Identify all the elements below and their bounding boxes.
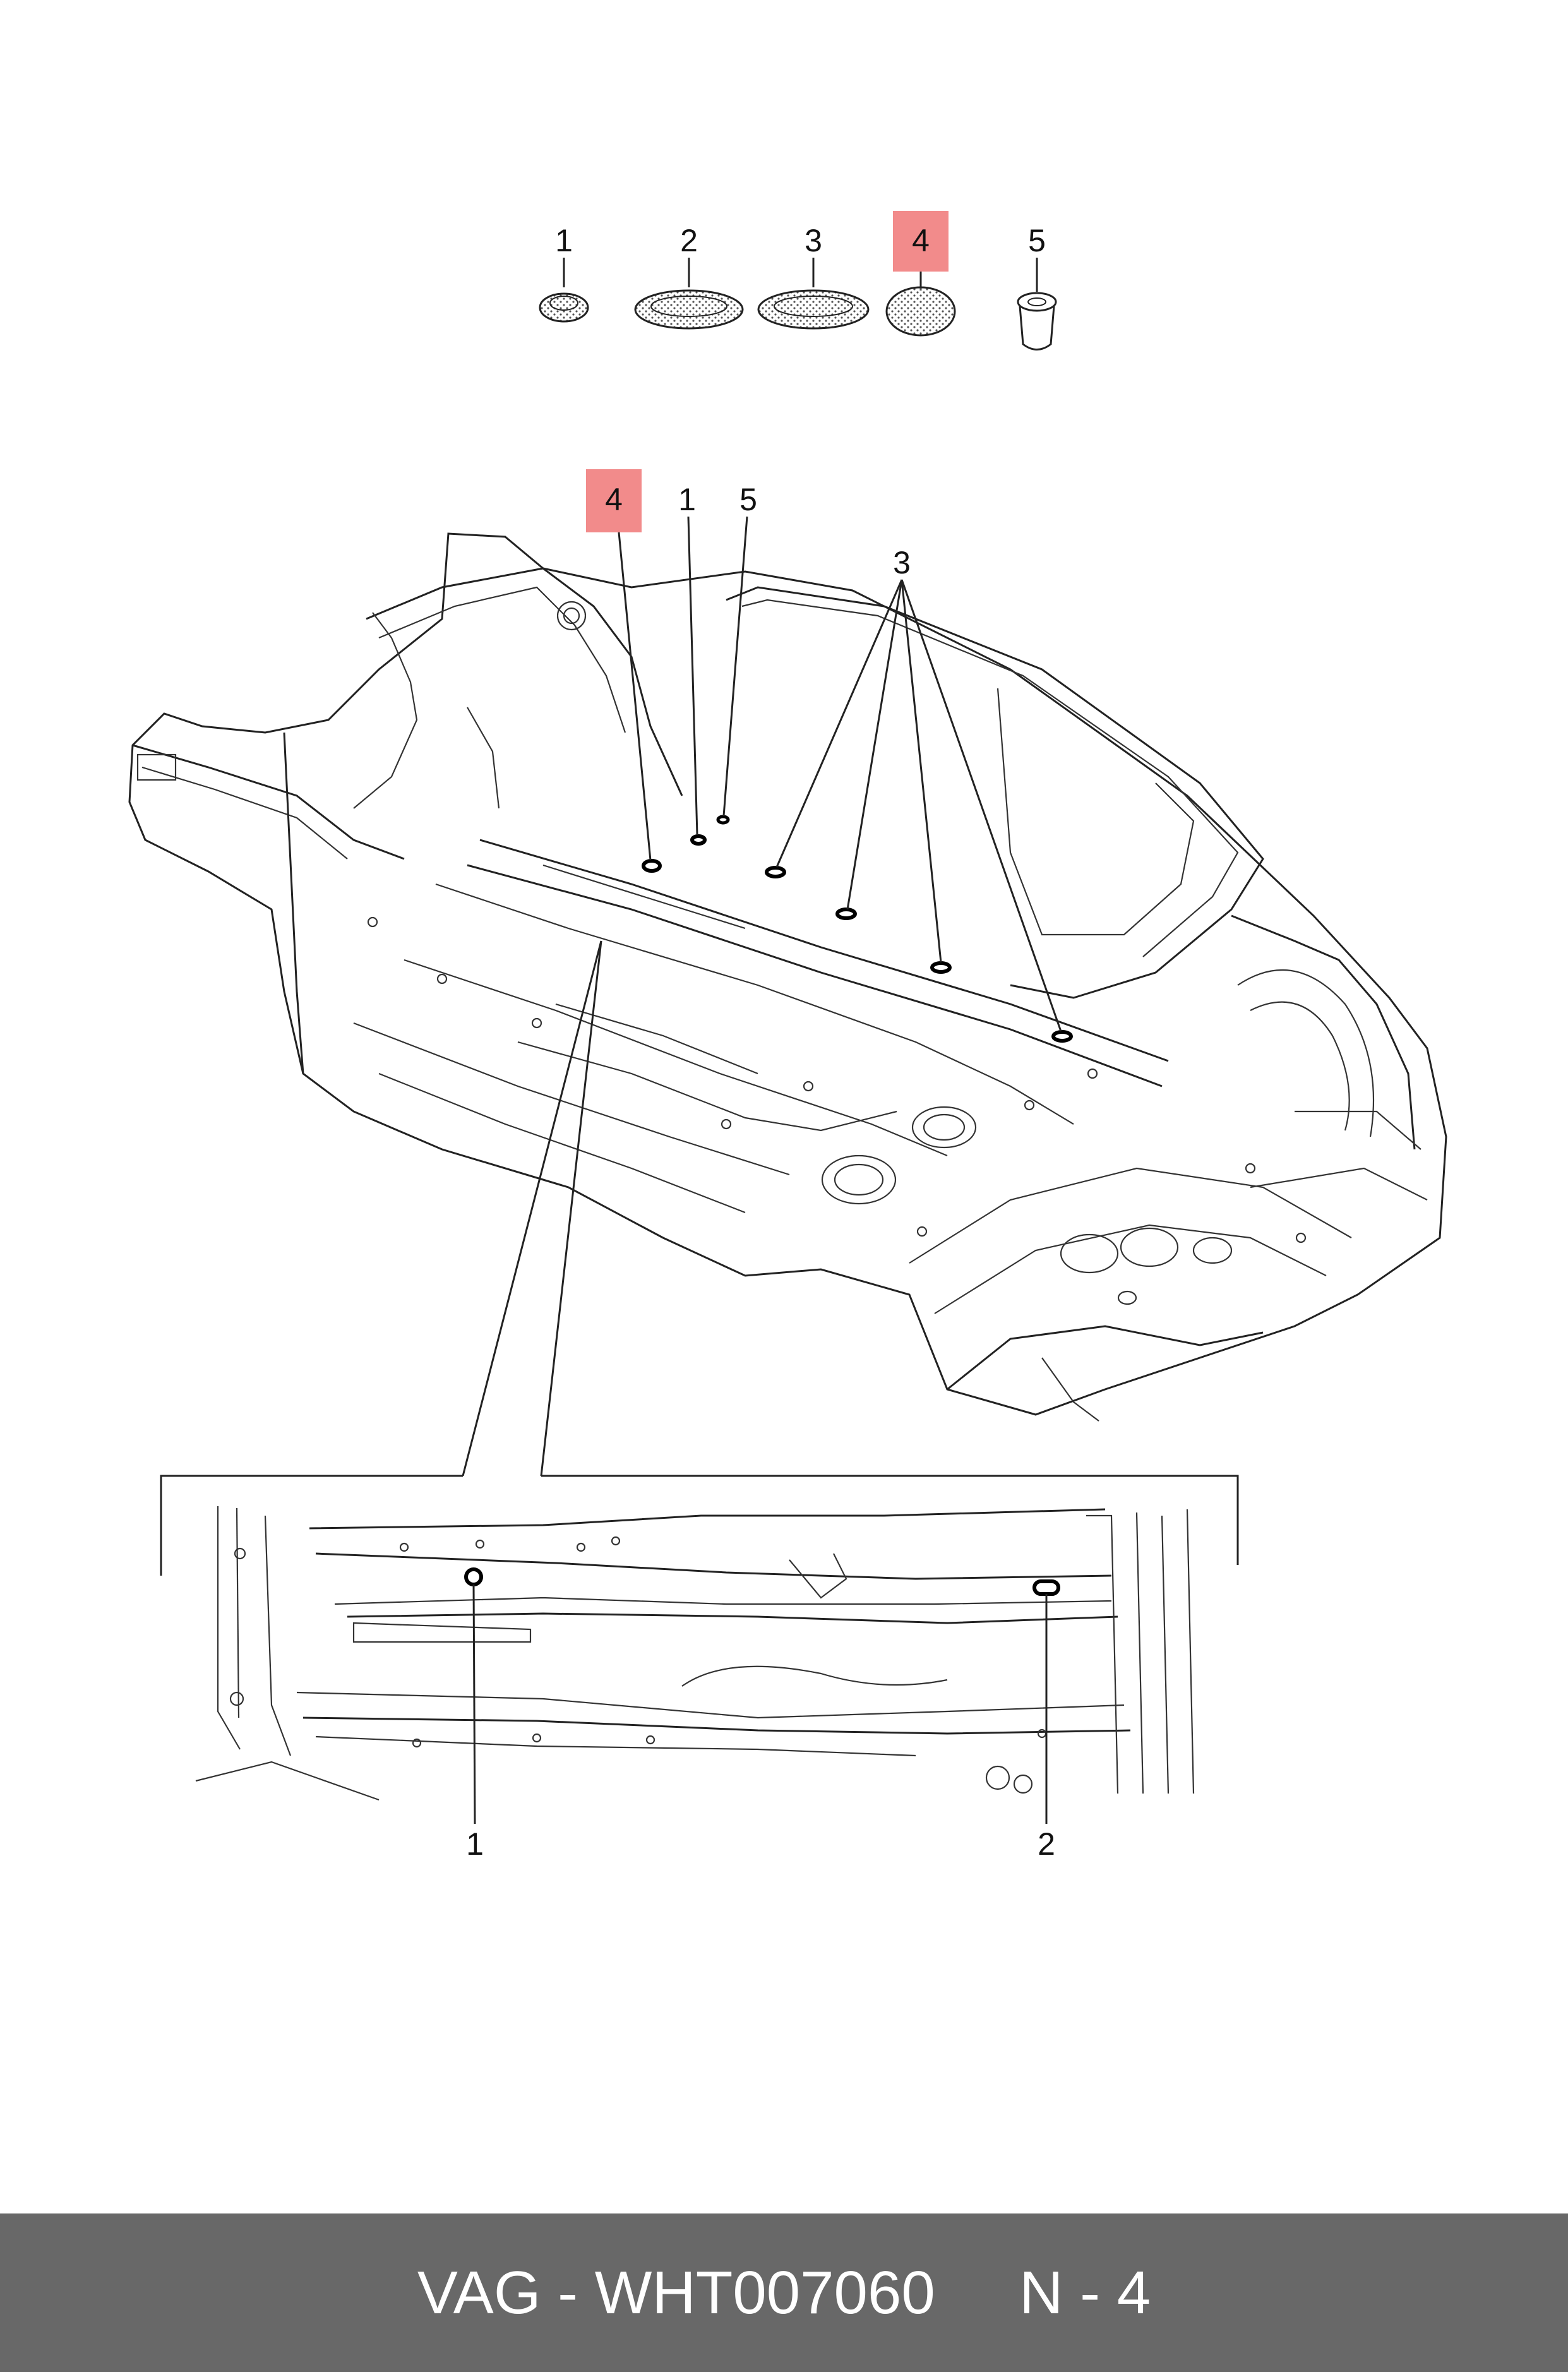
car-body-underbody-illustration — [128, 532, 1447, 1422]
legend-callout-1: 1 — [555, 223, 573, 258]
main-callouts: 4 1 5 3 — [586, 469, 1062, 1032]
legend-callout-4: 4 — [912, 223, 930, 258]
parts-diagram: 1 2 3 4 5 — [128, 211, 1447, 1862]
main-callout-4: 4 — [605, 482, 623, 517]
legend-part-2: 2 — [634, 223, 744, 330]
detail-callout-2: 2 — [1038, 1826, 1055, 1862]
detail-plug-marker-2 — [1032, 1579, 1060, 1596]
main-callout-3: 3 — [893, 545, 911, 580]
plug-marker-1 — [690, 834, 707, 846]
legend-part-4: 4 — [885, 211, 956, 337]
legend-callout-3: 3 — [805, 223, 822, 258]
detail-view: 1 2 — [160, 1475, 1239, 1862]
footer-part-label: VAG - WHT007060 N - 4 — [417, 2258, 1151, 2327]
legend-callout-5: 5 — [1028, 223, 1046, 258]
detail-callout-1: 1 — [466, 1826, 484, 1862]
plug-marker-4 — [642, 859, 662, 873]
plug-marker-3d — [1051, 1030, 1073, 1043]
legend-callout-2: 2 — [680, 223, 698, 258]
legend-part-5: 5 — [1017, 223, 1057, 350]
plug-marker-3c — [930, 961, 952, 974]
legend-callout-4-highlight — [893, 211, 949, 272]
plug-marker-5 — [716, 815, 730, 825]
legend-part-3: 3 — [757, 223, 870, 330]
detail-plug-marker-1 — [464, 1567, 483, 1586]
footer-bar: VAG - WHT007060 N - 4 — [0, 2213, 1568, 2372]
main-callout-4-highlight — [586, 469, 642, 532]
main-callout-1: 1 — [678, 482, 696, 517]
main-callout-5: 5 — [739, 482, 757, 517]
legend-part-1: 1 — [539, 223, 589, 323]
plug-marker-3a — [765, 866, 786, 878]
plug-marker-3b — [835, 907, 857, 920]
